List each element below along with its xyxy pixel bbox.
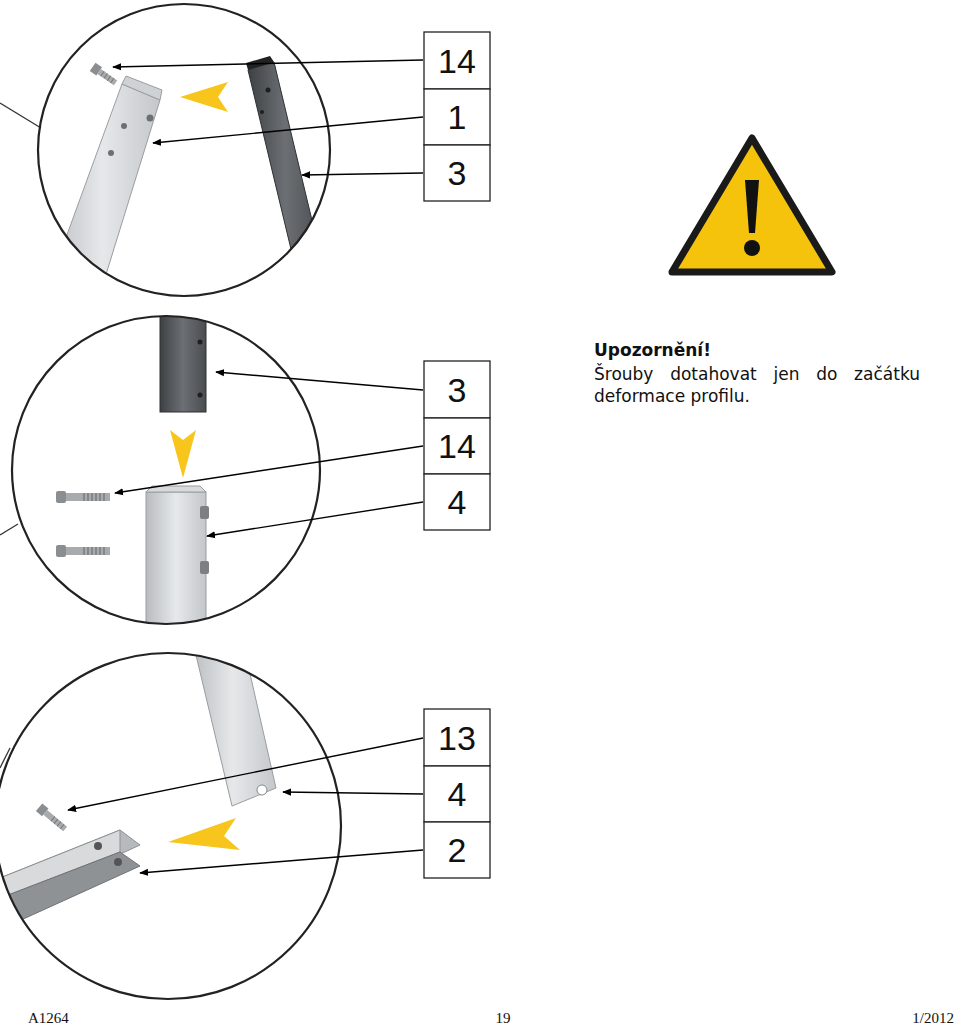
leader-line bbox=[153, 117, 423, 143]
detail-view-1 bbox=[180, 82, 228, 112]
detail-circle bbox=[12, 316, 320, 624]
warning-sign bbox=[672, 138, 832, 272]
detail-view-3 bbox=[36, 803, 68, 833]
leader-line bbox=[207, 502, 423, 536]
detail-view-1 bbox=[101, 71, 114, 83]
leader-line bbox=[115, 446, 423, 493]
warning-sign bbox=[745, 180, 759, 233]
detail-view-2 bbox=[66, 547, 110, 555]
detail-view-2 bbox=[170, 430, 196, 478]
detail-view-2 bbox=[200, 561, 209, 574]
callout-number: 1 bbox=[424, 89, 490, 145]
detail-view-2 bbox=[56, 491, 110, 503]
callout-number: 2 bbox=[424, 822, 490, 878]
callout-number: 14 bbox=[424, 418, 490, 474]
leader-line bbox=[216, 372, 423, 390]
callout-table bbox=[424, 474, 490, 530]
callout-table bbox=[424, 32, 490, 89]
detail-view-2 bbox=[198, 340, 203, 345]
leader-line bbox=[302, 173, 423, 175]
edge-line bbox=[0, 103, 41, 128]
detail-view-3 bbox=[0, 612, 276, 925]
callout-number: 4 bbox=[424, 766, 490, 822]
warning-heading: Upozornění! bbox=[594, 340, 924, 360]
callout-table bbox=[424, 418, 490, 474]
callout-table bbox=[424, 822, 490, 878]
detail-view-2 bbox=[66, 493, 110, 501]
document-date: 1/2012 bbox=[900, 1010, 954, 1027]
detail-view-3 bbox=[94, 842, 102, 850]
detail-view-3 bbox=[51, 816, 64, 828]
callout-number: 3 bbox=[424, 145, 490, 201]
callout-number: 13 bbox=[424, 709, 490, 766]
callout-table bbox=[424, 89, 490, 145]
detail-view-1 bbox=[121, 123, 127, 129]
warning-sign bbox=[672, 138, 832, 272]
callout-table bbox=[424, 32, 490, 878]
detail-view-1 bbox=[122, 76, 162, 100]
detail-view-2 bbox=[200, 506, 209, 519]
detail-view-1 bbox=[248, 62, 322, 270]
detail-view-2 bbox=[198, 393, 203, 398]
detail-view-3 bbox=[43, 810, 67, 831]
detail-view-2 bbox=[56, 300, 209, 642]
leader-line bbox=[113, 60, 423, 67]
warning-sign bbox=[744, 240, 760, 256]
document-code: A1264 bbox=[28, 1010, 69, 1027]
detail-view-2 bbox=[84, 493, 104, 501]
page-number: 19 bbox=[488, 1010, 518, 1027]
detail-view-1 bbox=[97, 69, 117, 85]
detail-view-2 bbox=[84, 547, 104, 555]
leader-line bbox=[68, 60, 423, 873]
detail-view-3 bbox=[0, 852, 140, 925]
callout-number: 4 bbox=[424, 474, 490, 530]
leader-line bbox=[140, 850, 423, 873]
callout-table bbox=[424, 766, 490, 822]
edge-line bbox=[0, 524, 18, 535]
detail-circle bbox=[0, 653, 341, 999]
detail-view-2 bbox=[56, 545, 66, 557]
detail-view-3 bbox=[114, 858, 122, 866]
leader-line bbox=[68, 738, 423, 810]
callout-table bbox=[424, 361, 490, 418]
warning-note: Šrouby dotahovat jen do začátku deformac… bbox=[594, 363, 920, 407]
detail-view-1 bbox=[45, 56, 322, 310]
detail-view-2 bbox=[146, 492, 206, 642]
detail-view-2 bbox=[56, 491, 66, 503]
detail-view-2 bbox=[56, 545, 110, 557]
detail-view-1 bbox=[260, 110, 264, 114]
detail-view-1 bbox=[45, 84, 160, 310]
detail-circle bbox=[38, 4, 330, 296]
leader-line bbox=[283, 792, 423, 794]
detail-view-1 bbox=[147, 115, 154, 122]
callout-number: 14 bbox=[424, 32, 490, 89]
callout-table bbox=[424, 145, 490, 201]
detail-view-1 bbox=[108, 150, 114, 156]
callout-number: 3 bbox=[424, 361, 490, 418]
detail-view-1 bbox=[266, 88, 271, 93]
detail-view-3 bbox=[168, 818, 240, 850]
callout-table bbox=[424, 709, 490, 766]
edge-line bbox=[0, 103, 41, 768]
detail-view-3 bbox=[257, 785, 267, 795]
